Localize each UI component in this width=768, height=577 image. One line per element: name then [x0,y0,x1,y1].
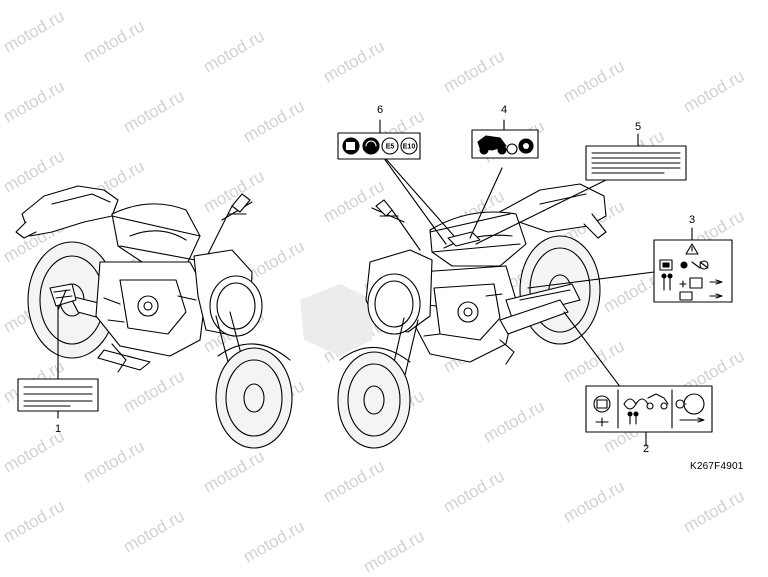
label-3-placard [653,239,733,303]
motorcycle-right-side-illustration [300,183,607,449]
leader-lines [57,119,693,447]
label-1-placard [17,378,99,412]
motorcycle-left-side-illustration [15,185,293,449]
label-2-placard [585,385,713,433]
label-4-placard [471,129,539,159]
label-6-fuel-placard [337,132,421,160]
callout-5: 5 [634,121,642,133]
callout-3: 3 [688,214,696,226]
label-6-e5-text: E5 [386,144,395,151]
diagram-reference-code: K267F4901 [690,461,744,472]
callout-6: 6 [376,104,384,116]
label-6-e10-text: E10 [403,144,416,151]
callout-2: 2 [642,443,650,455]
callout-4: 4 [500,104,508,116]
label-5-placard [585,145,687,181]
callout-1: 1 [54,423,62,435]
